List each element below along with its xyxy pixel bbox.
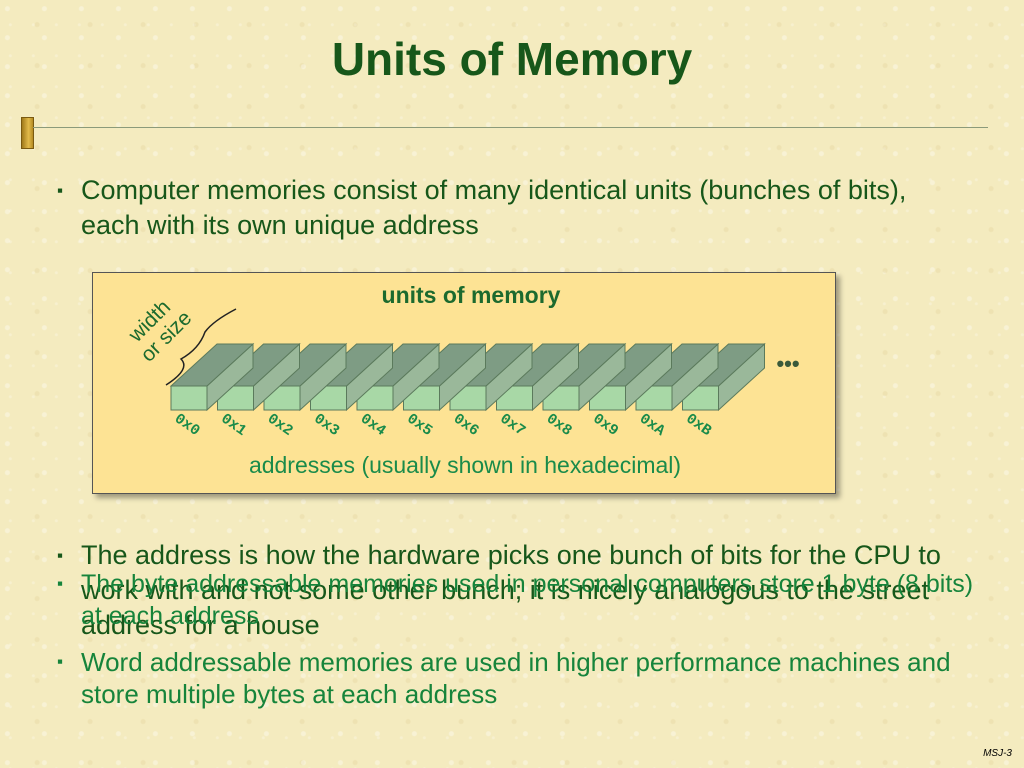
address-label: 0x3 bbox=[311, 410, 343, 439]
bullet-list-overlap: ▪ The byte addressable memories used in … bbox=[57, 568, 977, 632]
memory-diagram-svg: 0x0 0x1 0x2 0x3 0x4 0x5 0x6 0x7 0x8 0x9 0xA 0xB unit… bbox=[124, 282, 800, 478]
bullet-square-icon: ▪ bbox=[57, 181, 64, 200]
address-label: 0x9 bbox=[590, 410, 622, 439]
bullet-text: Word addressable memories are used in hi… bbox=[81, 647, 951, 709]
address-label: 0x5 bbox=[404, 410, 436, 439]
bullet-list-mid: ▪ The address is how the hardware picks … bbox=[57, 538, 977, 643]
address-label: 0x8 bbox=[543, 410, 575, 439]
more-units-ellipsis: ••• bbox=[776, 351, 799, 376]
title-rule-line bbox=[33, 127, 988, 128]
bullet-text: The address is how the hardware picks on… bbox=[81, 540, 941, 640]
diagram-heading: units of memory bbox=[382, 282, 561, 308]
slide-title: Units of Memory bbox=[331, 33, 693, 85]
address-label: 0x4 bbox=[357, 410, 389, 439]
bullet-list-top: ▪ Computer memories consist of many iden… bbox=[57, 173, 937, 243]
address-label: 0x1 bbox=[218, 410, 250, 439]
bullet-square-icon: ▪ bbox=[57, 574, 64, 593]
bullet-text: The byte addressable memories used in pe… bbox=[81, 570, 974, 630]
slide-footer: MSJ-3 bbox=[983, 748, 1012, 759]
width-brace bbox=[165, 308, 237, 386]
bullet-square-icon: ▪ bbox=[57, 546, 64, 565]
address-label: 0x0 bbox=[171, 410, 203, 439]
address-label: 0x2 bbox=[264, 410, 296, 439]
address-label: 0xB bbox=[683, 410, 715, 439]
bullet-list-bottom: ▪ Word addressable memories are used in … bbox=[57, 646, 977, 710]
memory-diagram: 0x0 0x1 0x2 0x3 0x4 0x5 0x6 0x7 0x8 0x9 0xA 0xB unit… bbox=[92, 272, 836, 494]
memory-unit-front bbox=[170, 385, 208, 411]
address-label: 0x6 bbox=[450, 410, 482, 439]
bullet-square-icon: ▪ bbox=[57, 652, 64, 671]
bullet-item: ▪ Computer memories consist of many iden… bbox=[57, 173, 937, 243]
address-label: 0xA bbox=[636, 410, 668, 439]
bullet-item: ▪ The address is how the hardware picks … bbox=[57, 538, 977, 643]
bullet-item: ▪ The byte addressable memories used in … bbox=[57, 568, 977, 632]
bullet-text: Computer memories consist of many identi… bbox=[81, 175, 907, 240]
bullet-item: ▪ Word addressable memories are used in … bbox=[57, 646, 977, 710]
address-label: 0x7 bbox=[497, 410, 529, 439]
title-rule-marker bbox=[21, 117, 34, 149]
diagram-caption: addresses (usually shown in hexadecimal) bbox=[249, 452, 681, 478]
